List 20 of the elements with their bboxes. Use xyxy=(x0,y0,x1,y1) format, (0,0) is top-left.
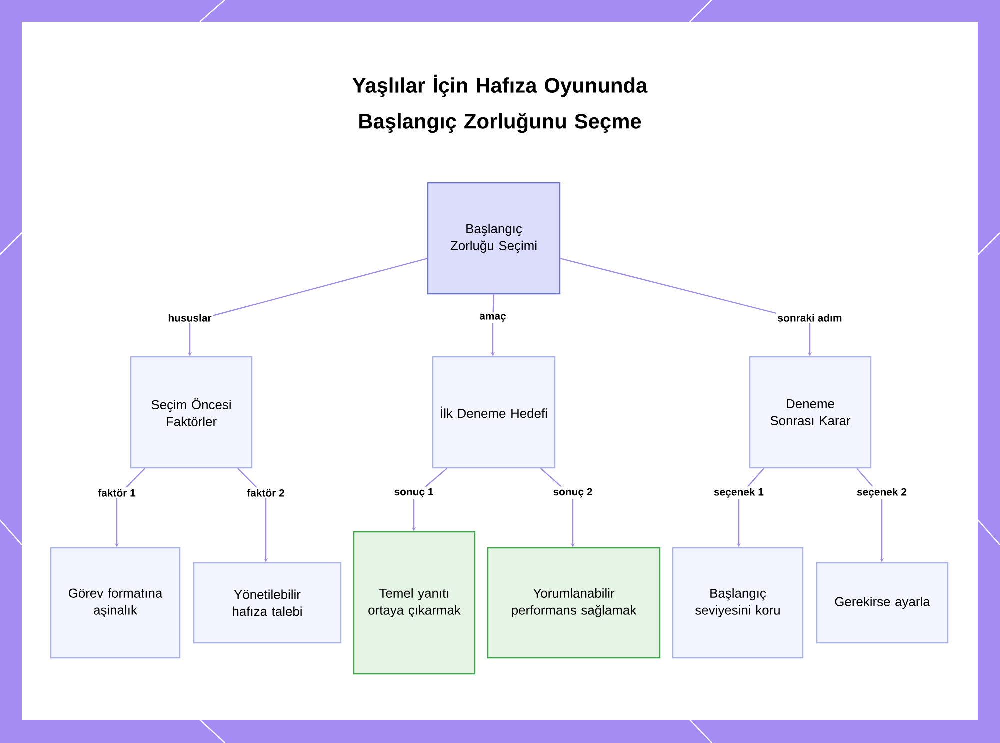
edge-label: amaç xyxy=(478,312,508,324)
process-box: Yorumlanabilir performans sağlamak xyxy=(487,547,661,659)
process-box: Deneme Sonrası Karar xyxy=(749,356,872,469)
edge-label: sonraki adım xyxy=(776,312,844,324)
process-box: İlk Deneme Hedefi xyxy=(432,356,556,469)
process-box: Görev formatına aşinalık xyxy=(50,547,181,659)
process-box: Gerekirse ayarla xyxy=(816,562,949,644)
edge-label: faktör 1 xyxy=(96,488,138,498)
edge-label: seçenek 1 xyxy=(712,486,766,500)
edge-label: hususlar xyxy=(166,312,214,324)
edge-label: seçenek 2 xyxy=(856,486,909,500)
process-box: Seçim Öncesi Faktörler xyxy=(130,356,253,469)
process-box: Temel yanıtı ortaya çıkarmak xyxy=(353,531,476,675)
title: Yaşlılar İçin Hafıza Oyununda Başlangıç Zorluğunu Seçme xyxy=(352,74,648,134)
edge-label: faktör 2 xyxy=(246,488,286,498)
process-box: Yönetilebilir hafıza talebi xyxy=(193,562,342,644)
process-box: Başlangıç Zorluğu Seçimi xyxy=(427,182,561,295)
edge-label: sonuç 1 xyxy=(392,486,436,500)
process-box: Başlangıç seviyesini koru xyxy=(672,547,804,659)
edge-label: sonuç 2 xyxy=(552,486,594,500)
